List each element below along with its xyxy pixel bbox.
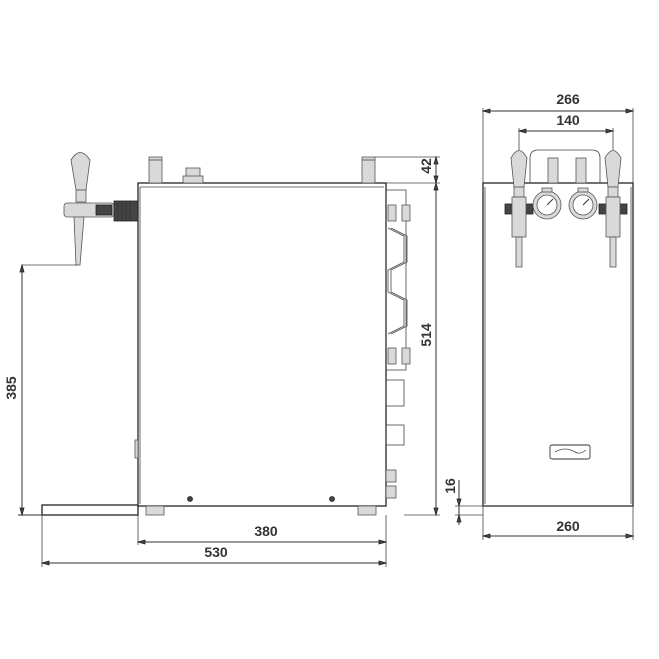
side-beer-tap [63, 152, 139, 266]
dim-front-top-width: 266 [556, 91, 580, 107]
front-beer-tap-right [598, 150, 628, 268]
drip-tray [41, 504, 139, 516]
dim-side-total-width: 530 [204, 544, 228, 560]
front-view: 266 140 260 16 [442, 91, 635, 540]
dim-front-foot-height: 16 [442, 478, 458, 494]
pressure-gauge-left-icon [532, 187, 562, 220]
handle-post-left [148, 156, 163, 184]
side-view: 385 42 514 380 530 [3, 152, 440, 567]
front-beer-tap-left [504, 150, 534, 268]
dim-side-counter-height: 385 [3, 376, 19, 400]
dim-front-bottom-width: 260 [556, 518, 580, 534]
dim-side-body-width: 380 [254, 523, 278, 539]
handle-post-right [361, 156, 376, 184]
dim-front-tap-spacing: 140 [556, 112, 580, 128]
side-cabinet [137, 182, 387, 507]
screw-icon [329, 496, 335, 502]
dim-side-body-height: 514 [418, 323, 434, 347]
foot-front [145, 505, 165, 516]
dim-side-top-height: 42 [418, 158, 434, 174]
rear-cooling-coil [385, 189, 411, 499]
pressure-gauge-right-icon [568, 187, 598, 220]
carry-handle [529, 149, 601, 183]
brand-logo [549, 444, 591, 460]
foot-back [357, 505, 377, 516]
screw-icon [187, 496, 193, 502]
